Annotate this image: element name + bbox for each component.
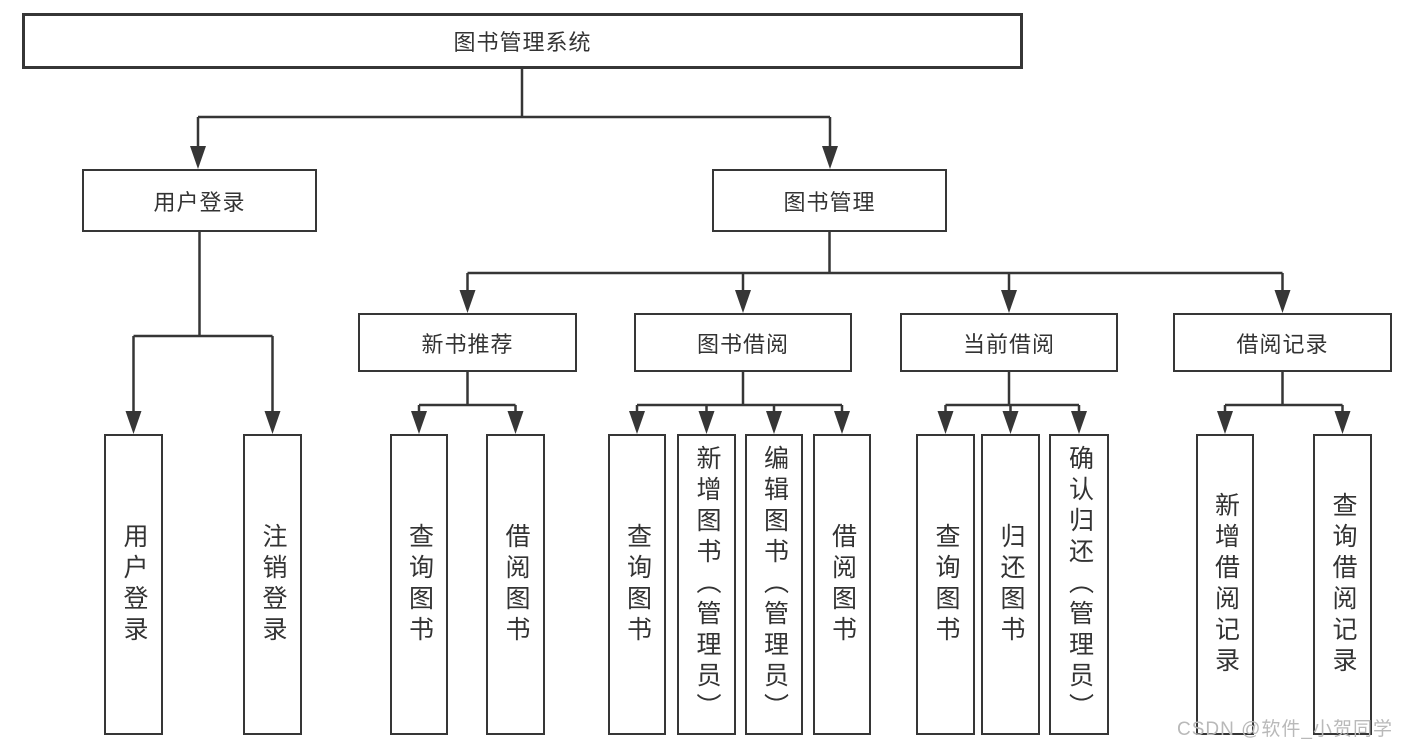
leaf-label: 查询图书 xyxy=(623,522,652,647)
leaf-borrow-books-recommend: 借阅图书 xyxy=(486,434,545,735)
leaf-label: 查询图书 xyxy=(405,522,434,647)
leaf-confirm-return-admin: 确认归还（管理员） xyxy=(1049,434,1109,735)
leaf-query-borrow-record: 查询借阅记录 xyxy=(1313,434,1372,735)
leaf-label: 注销登录 xyxy=(259,522,287,647)
leaf-label: 查询图书 xyxy=(932,522,960,647)
leaf-label: 确认归还（管理员） xyxy=(1065,445,1094,724)
csdn-watermark: CSDN @软件_小贺同学 xyxy=(1177,719,1393,740)
leaf-label: 借阅图书 xyxy=(502,522,530,647)
leaf-query-books-borrow: 查询图书 xyxy=(608,434,666,735)
leaf-borrow-books: 借阅图书 xyxy=(813,434,871,735)
node-current-borrow: 当前借阅 xyxy=(900,313,1118,372)
arrowhead-icons xyxy=(125,146,1351,434)
leaf-query-books-recommend: 查询图书 xyxy=(390,434,448,735)
leaf-label: 新增借阅记录 xyxy=(1211,491,1240,678)
leaf-add-books-admin: 新增图书（管理员） xyxy=(677,434,736,735)
node-root-system: 图书管理系统 xyxy=(22,13,1023,69)
node-new-book-recommend: 新书推荐 xyxy=(358,313,577,372)
node-book-borrow: 图书借阅 xyxy=(634,313,852,372)
leaf-user-login: 用户登录 xyxy=(104,434,163,735)
leaf-label: 归还图书 xyxy=(997,522,1025,647)
leaf-return-books: 归还图书 xyxy=(981,434,1040,735)
node-user-login: 用户登录 xyxy=(82,169,317,232)
leaf-label: 用户登录 xyxy=(120,522,148,647)
leaf-query-books-current: 查询图书 xyxy=(916,434,975,735)
leaf-label: 借阅图书 xyxy=(828,522,857,647)
leaf-logout: 注销登录 xyxy=(243,434,302,735)
leaf-label: 编辑图书（管理员） xyxy=(760,445,789,724)
leaf-label: 查询借阅记录 xyxy=(1329,491,1357,678)
leaf-add-borrow-record: 新增借阅记录 xyxy=(1196,434,1254,735)
leaf-edit-books-admin: 编辑图书（管理员） xyxy=(745,434,803,735)
node-borrow-records: 借阅记录 xyxy=(1173,313,1392,372)
leaf-label: 新增图书（管理员） xyxy=(693,445,721,724)
node-book-management: 图书管理 xyxy=(712,169,947,232)
